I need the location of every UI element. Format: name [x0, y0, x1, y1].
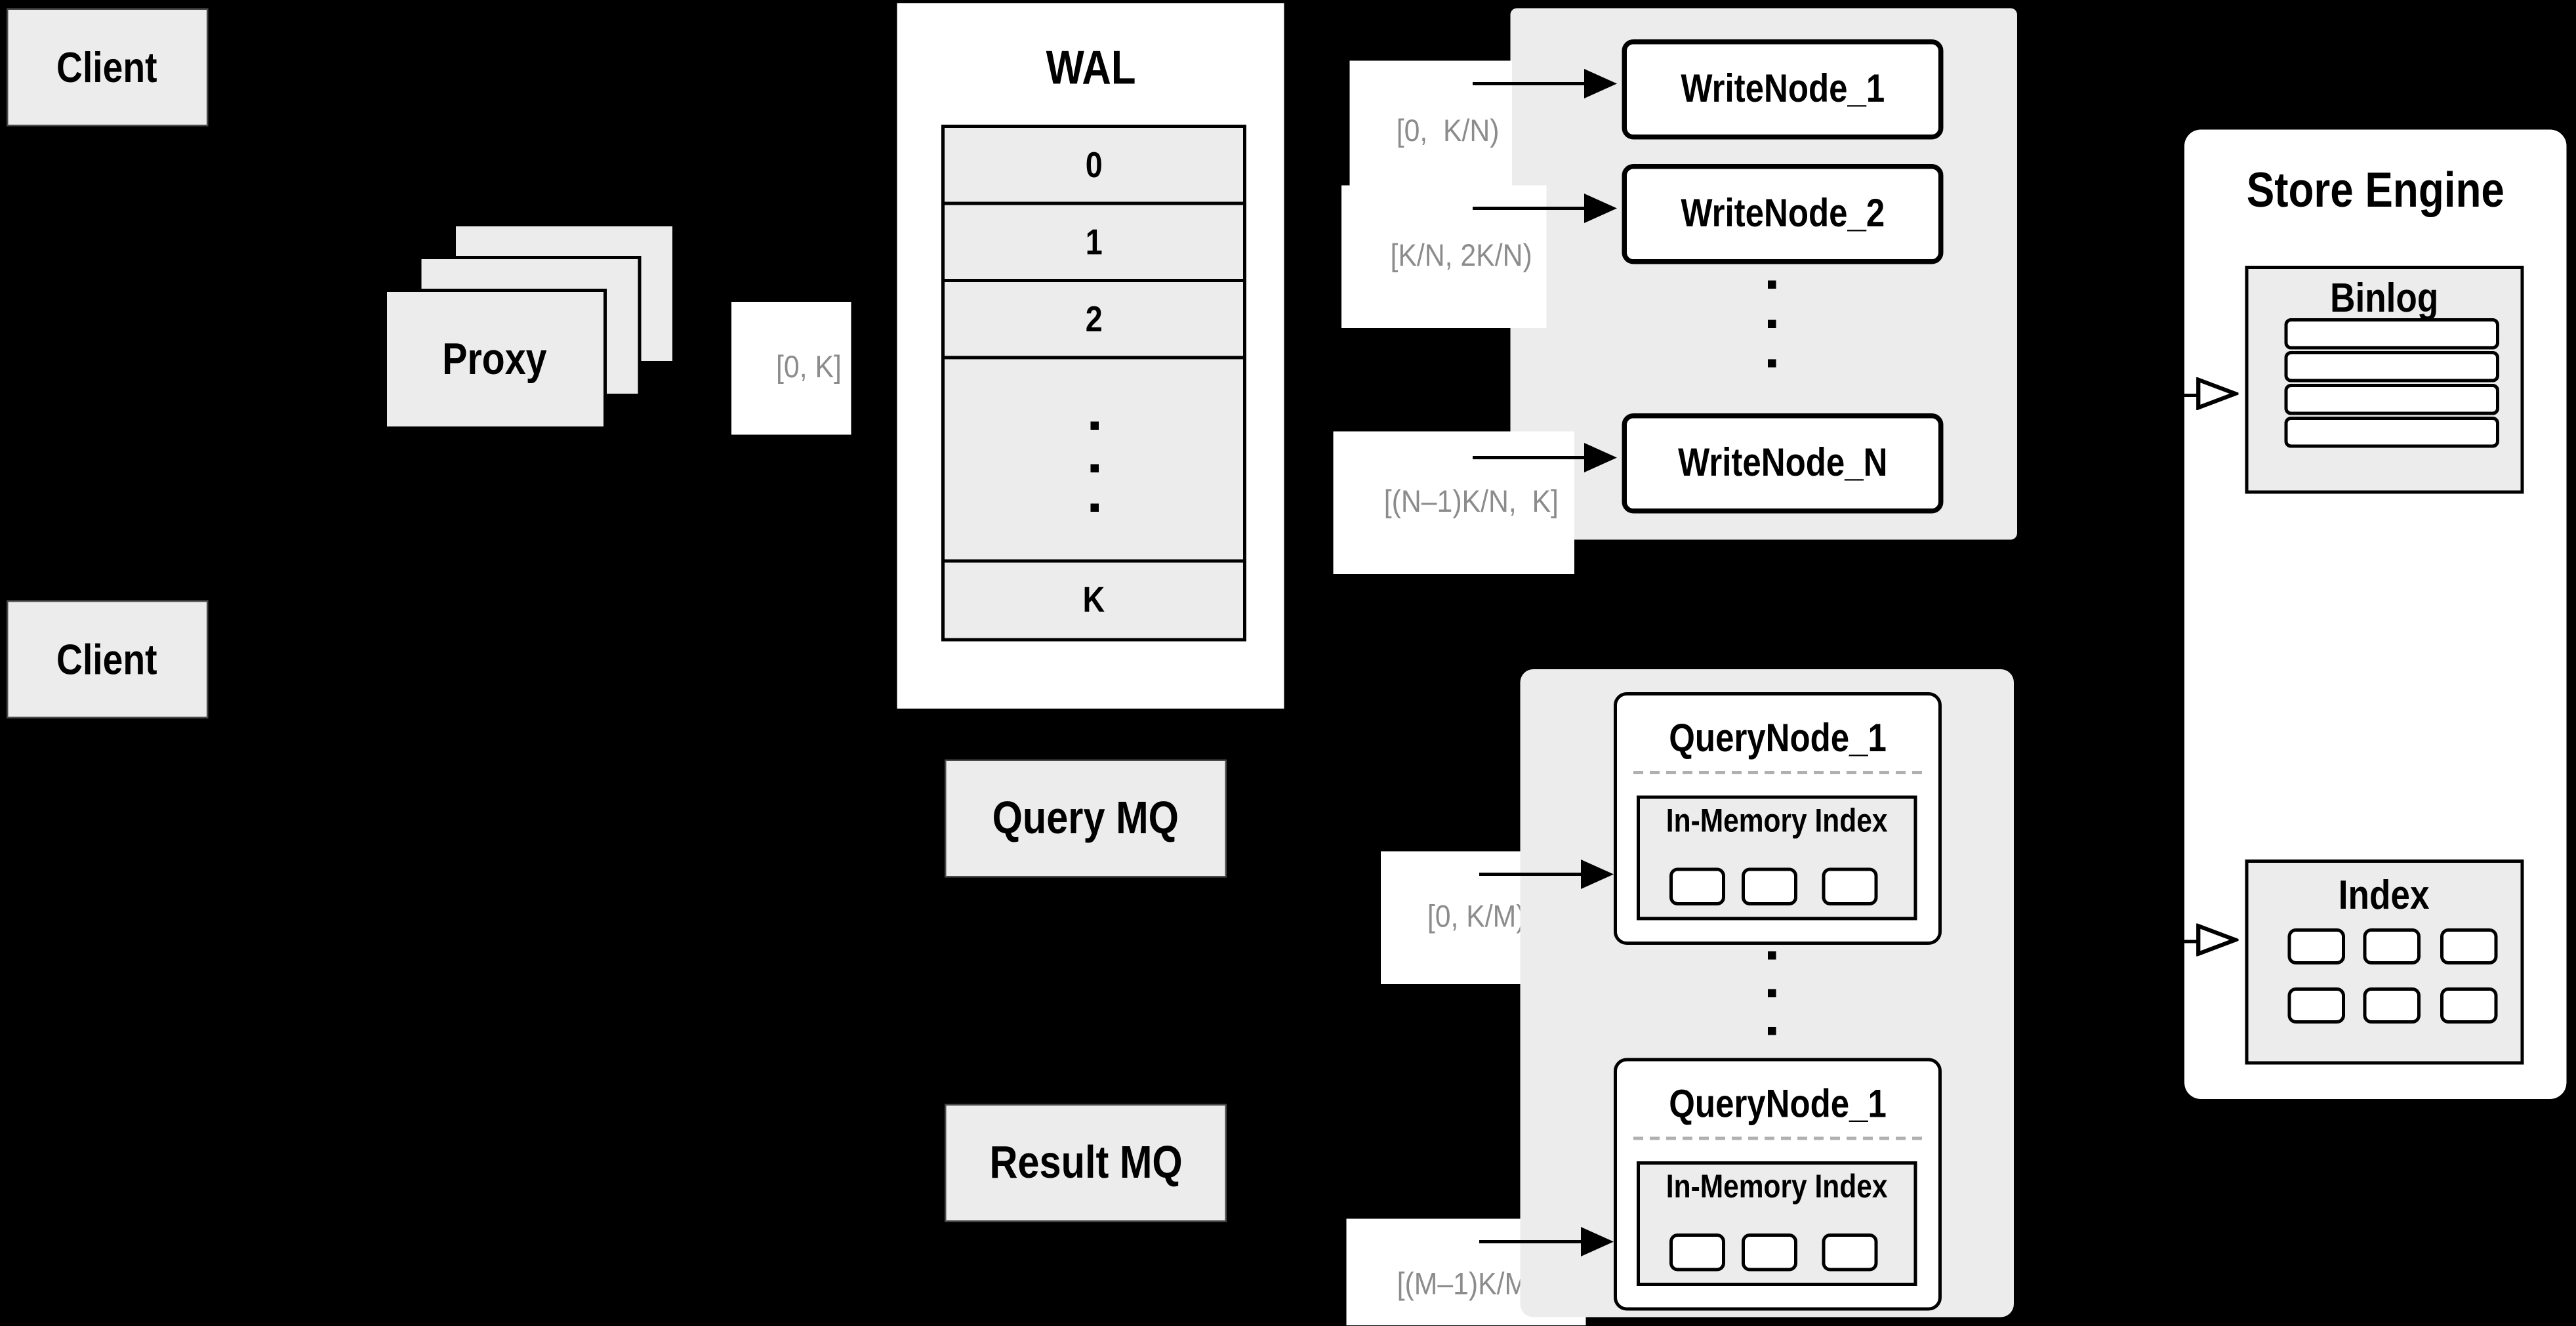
in-memory-index-title-m-text: In-Memory Index	[1666, 1169, 1888, 1206]
write-node-n: WriteNode_N	[1622, 413, 1944, 514]
write-node-1-label: WriteNode_1	[1681, 66, 1885, 111]
arrow-head-query-m-icon	[1581, 1227, 1614, 1256]
query-node-1-title: QueryNode_1	[1617, 717, 1938, 763]
ellipsis-dot-icon	[1768, 1027, 1776, 1035]
range-chip-0-k: [0, K]	[731, 302, 852, 435]
wal-title-text: WAL	[1046, 43, 1135, 95]
arrow-line-query-1	[1479, 872, 1581, 877]
binlog-title-text: Binlog	[2330, 276, 2439, 321]
query-node-m-title-text: QueryNode_1	[1669, 1083, 1887, 1127]
range-chip-write-1-text: [0, K/N)	[1397, 114, 1500, 149]
range-chip-write-n: [(N–1)K/N, K]	[1333, 430, 1575, 573]
index-file-cell	[2363, 987, 2421, 1024]
wal-segment-k: K	[945, 562, 1243, 638]
binlog-box: Binlog	[2245, 266, 2524, 494]
ellipsis-dot-icon	[1090, 421, 1098, 430]
arrow-line-write-2	[1473, 206, 1584, 211]
store-engine-panel: Store Engine Binlog Index	[2184, 129, 2567, 1099]
memory-segment-cell	[1742, 1233, 1797, 1272]
write-node-2-label: WriteNode_2	[1681, 191, 1885, 236]
result-mq-box: Result MQ	[945, 1104, 1227, 1222]
client-top-label: Client	[56, 41, 158, 91]
range-chip-0-k-text: [0, K]	[776, 351, 842, 386]
range-chip-query-1-text: [0, K/M)	[1427, 900, 1526, 934]
index-file-cell	[2440, 987, 2498, 1024]
query-mq-box: Query MQ	[945, 759, 1227, 878]
wal-segment-ellipsis	[945, 359, 1243, 563]
query-node-m-title: QueryNode_1	[1617, 1083, 1938, 1129]
index-title-text: Index	[2339, 873, 2430, 919]
ellipsis-dot-icon	[1768, 989, 1776, 997]
arrow-head-query-1-icon	[1581, 860, 1614, 889]
range-chip-query-1: [0, K/M)	[1381, 850, 1538, 984]
arrow-line-query-m	[1479, 1239, 1581, 1244]
arrow-head-open-binlog-icon	[2196, 377, 2239, 410]
wal-segment-1-label: 1	[1085, 220, 1103, 262]
ellipsis-dot-icon	[1768, 280, 1776, 289]
ellipsis-dot-icon	[1090, 503, 1098, 512]
memory-segment-cell	[1742, 867, 1797, 905]
wal-panel: WAL 0 1 2 K	[897, 3, 1284, 709]
index-file-cell	[2363, 928, 2421, 964]
arrow-head-write-n-icon	[1584, 443, 1617, 472]
ellipsis-dot-icon	[1090, 464, 1098, 472]
query-node-m-divider	[1633, 1136, 1922, 1140]
wal-segment-2-label: 2	[1085, 297, 1103, 339]
arrow-line-write-n	[1473, 455, 1584, 460]
wal-title: WAL	[897, 43, 1284, 97]
ellipsis-dot-icon	[1768, 359, 1776, 367]
in-memory-index-title-1-text: In-Memory Index	[1666, 804, 1888, 840]
memory-segment-cell	[1669, 867, 1725, 905]
arrow-head-open-index-icon	[2196, 923, 2239, 957]
wal-segment-0: 0	[945, 128, 1243, 205]
binlog-file-row	[2284, 351, 2499, 382]
proxy-box: Proxy	[384, 289, 607, 430]
memory-segment-cell	[1669, 1233, 1725, 1272]
binlog-file-row	[2284, 384, 2499, 415]
result-mq-label: Result MQ	[989, 1136, 1183, 1188]
in-memory-index-title-1: In-Memory Index	[1640, 804, 1914, 842]
store-engine-title: Store Engine	[2184, 164, 2567, 220]
in-memory-index-title-m: In-Memory Index	[1640, 1170, 1914, 1208]
in-memory-index-box-m: In-Memory Index	[1637, 1161, 1917, 1286]
binlog-file-row	[2284, 318, 2499, 349]
arrow-head-write-1-icon	[1584, 69, 1617, 98]
index-file-cell	[2287, 928, 2345, 964]
binlog-title: Binlog	[2249, 276, 2521, 323]
wal-segment-2: 2	[945, 282, 1243, 360]
query-node-1: QueryNode_1 In-Memory Index	[1614, 692, 1942, 945]
ellipsis-dot-icon	[1768, 320, 1776, 328]
in-memory-index-box-1: In-Memory Index	[1637, 795, 1917, 921]
wal-segment-k-label: K	[1082, 579, 1105, 621]
write-node-2: WriteNode_2	[1622, 164, 1944, 264]
binlog-file-row	[2284, 417, 2499, 447]
query-node-m: QueryNode_1 In-Memory Index	[1614, 1058, 1942, 1311]
query-mq-label: Query MQ	[992, 792, 1179, 844]
range-chip-write-n-text: [(N–1)K/N, K]	[1384, 484, 1559, 520]
store-engine-title-text: Store Engine	[2246, 164, 2504, 218]
wal-segment-0-label: 0	[1085, 143, 1103, 185]
wal-segment-1: 1	[945, 205, 1243, 282]
write-node-n-label: WriteNode_N	[1677, 440, 1888, 485]
wal-segment-table: 0 1 2 K	[941, 125, 1246, 642]
index-file-cell	[2287, 987, 2345, 1024]
memory-segment-cell	[1822, 867, 1878, 905]
arrow-head-write-2-icon	[1584, 194, 1617, 223]
write-node-1: WriteNode_1	[1622, 39, 1944, 140]
client-bottom-label: Client	[56, 634, 158, 684]
query-node-1-title-text: QueryNode_1	[1669, 716, 1887, 762]
range-chip-write-2-text: [K/N, 2K/N)	[1390, 238, 1532, 274]
query-node-1-divider	[1633, 771, 1922, 774]
ellipsis-dot-icon	[1768, 951, 1776, 960]
client-box-bottom: Client	[7, 600, 209, 718]
arrow-line-index	[2135, 939, 2198, 944]
client-box-top: Client	[7, 8, 209, 127]
index-file-cell	[2440, 928, 2498, 964]
index-title: Index	[2249, 873, 2521, 921]
arrow-line-binlog	[2135, 393, 2198, 398]
arrow-line-write-1	[1473, 81, 1584, 86]
index-box: Index	[2245, 860, 2524, 1065]
proxy-label: Proxy	[443, 333, 548, 383]
memory-segment-cell	[1822, 1233, 1878, 1272]
